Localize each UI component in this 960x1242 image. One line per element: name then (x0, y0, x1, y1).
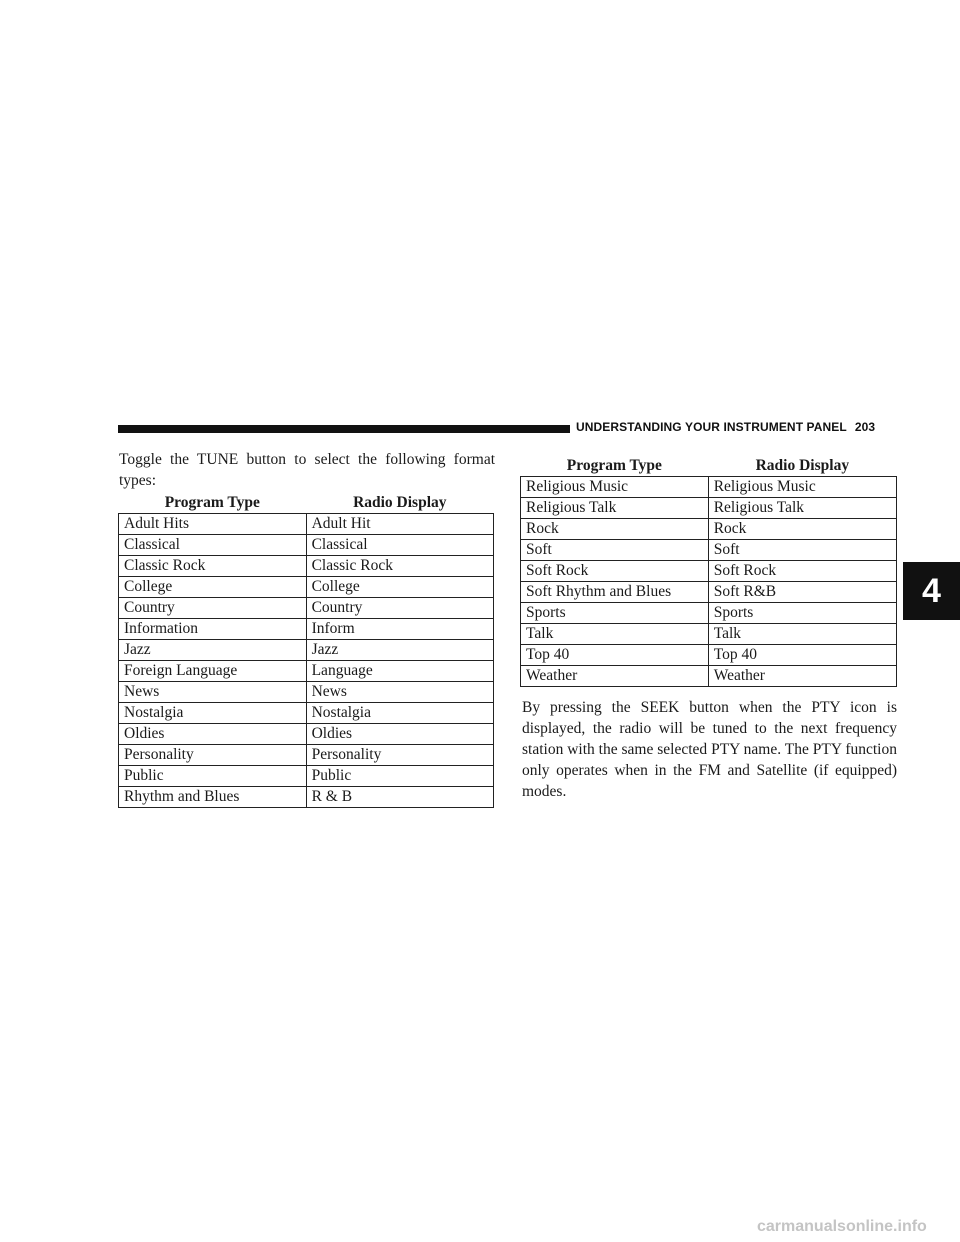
radio-display-cell: Classical (305, 534, 495, 556)
running-header: UNDERSTANDING YOUR INSTRUMENT PANEL 203 (576, 420, 875, 434)
radio-display-cell: Country (305, 597, 495, 619)
table-header-row: Program Type Radio Display (520, 456, 897, 477)
section-title: UNDERSTANDING YOUR INSTRUMENT PANEL (576, 420, 847, 434)
radio-display-cell: Public (305, 765, 495, 787)
radio-display-cell: Religious Music (707, 476, 898, 498)
program-type-cell: News (118, 681, 307, 703)
program-type-cell: Religious Music (520, 476, 709, 498)
program-type-cell: Information (118, 618, 307, 640)
program-type-cell: Oldies (118, 723, 307, 745)
program-type-cell: Soft (520, 539, 709, 561)
program-type-cell: Classic Rock (118, 555, 307, 577)
program-type-cell: Nostalgia (118, 702, 307, 724)
radio-display-cell: Personality (305, 744, 495, 766)
radio-display-cell: Rock (707, 518, 898, 540)
program-type-cell: Talk (520, 623, 709, 645)
column-header-radio-display: Radio Display (306, 493, 494, 514)
watermark: carmanualsonline.info (757, 1218, 927, 1235)
radio-display-cell: Soft Rock (707, 560, 898, 582)
program-type-cell: College (118, 576, 307, 598)
table-header-row: Program Type Radio Display (118, 493, 494, 514)
header-rule (118, 425, 570, 433)
radio-display-cell: Inform (305, 618, 495, 640)
program-type-cell: Religious Talk (520, 497, 709, 519)
radio-display-cell: Adult Hit (305, 513, 495, 535)
intro-paragraph: Toggle the TUNE button to select the fol… (119, 451, 495, 489)
program-type-cell: Public (118, 765, 307, 787)
column-header-radio-display: Radio Display (708, 456, 897, 477)
seek-pty-paragraph: By pressing the SEEK button when the PTY… (522, 699, 897, 800)
program-type-cell: Rhythm and Blues (118, 786, 307, 808)
program-type-cell: Adult Hits (118, 513, 307, 535)
radio-display-cell: Nostalgia (305, 702, 495, 724)
program-type-cell: Sports (520, 602, 709, 624)
program-type-cell: Weather (520, 665, 709, 687)
program-type-cell: Soft Rhythm and Blues (520, 581, 709, 603)
radio-display-cell: News (305, 681, 495, 703)
program-type-cell: Foreign Language (118, 660, 307, 682)
chapter-tab[interactable]: 4 (903, 562, 960, 620)
program-type-cell: Country (118, 597, 307, 619)
radio-display-cell: Soft R&B (707, 581, 898, 603)
program-type-cell: Rock (520, 518, 709, 540)
radio-display-cell: College (305, 576, 495, 598)
column-header-program-type: Program Type (520, 456, 709, 477)
radio-display-cell: Weather (707, 665, 898, 687)
program-type-table-right: Program Type Radio Display Religious Mus… (520, 456, 898, 687)
radio-display-cell: Talk (707, 623, 898, 645)
radio-display-cell: Oldies (305, 723, 495, 745)
radio-display-cell: Classic Rock (305, 555, 495, 577)
radio-display-cell: Language (305, 660, 495, 682)
radio-display-cell: Jazz (305, 639, 495, 661)
program-type-cell: Classical (118, 534, 307, 556)
program-type-cell: Personality (118, 744, 307, 766)
radio-display-cell: Soft (707, 539, 898, 561)
column-header-program-type: Program Type (118, 493, 307, 514)
radio-display-cell: R & B (305, 786, 495, 808)
program-type-cell: Soft Rock (520, 560, 709, 582)
program-type-cell: Top 40 (520, 644, 709, 666)
page-number: 203 (854, 420, 876, 434)
radio-display-cell: Sports (707, 602, 898, 624)
radio-display-cell: Top 40 (707, 644, 898, 666)
program-type-cell: Jazz (118, 639, 307, 661)
radio-display-cell: Religious Talk (707, 497, 898, 519)
